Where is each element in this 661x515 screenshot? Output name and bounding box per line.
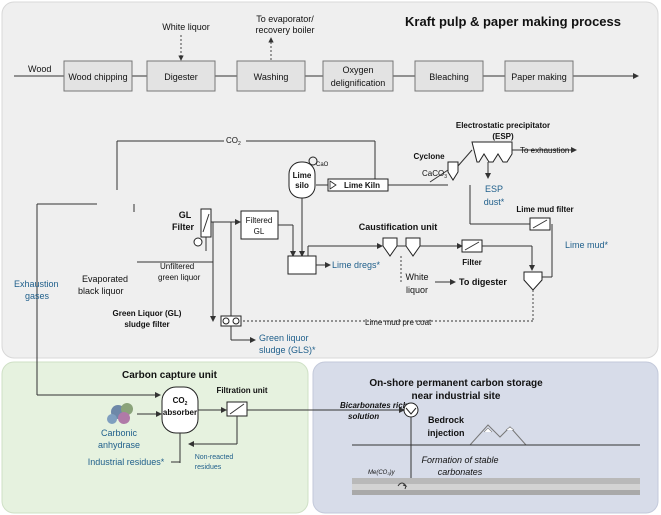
mineral-formula: Me(CO3)y (368, 470, 396, 476)
step-washing-label: Washing (254, 72, 289, 82)
lime-dregs-label: Lime dregs* (332, 260, 381, 270)
mountains-icon (469, 424, 527, 446)
rock-layer-2 (352, 484, 640, 490)
unfiltered-green-liquor-line1: Unfiltered (160, 262, 194, 271)
caco3-label: CaCO3 (422, 169, 447, 180)
slaker (287, 255, 317, 275)
filtered-gl-label-line1: Filtered (246, 216, 273, 225)
causticizer-1 (382, 237, 398, 257)
unfiltered-green-liquor-line2: green liquor (158, 273, 201, 282)
filtered-gl-label-line2: GL (254, 227, 265, 236)
step-wood-chipping-label: Wood chipping (68, 72, 127, 82)
bicarbonates-label-line2: solution (348, 412, 379, 421)
step-oxygen-label-line2: delignification (331, 78, 386, 88)
lime-mud-precoat-label: Lime mud pre coat (365, 318, 432, 327)
esp-label-line1: Electrostatic precipitator (456, 121, 550, 130)
bedrock-injection-line2: injection (427, 428, 464, 438)
rock-layer-1 (352, 478, 640, 484)
carbonic-anhydrase-line1: Carbonic (101, 428, 138, 438)
injection-pump (403, 402, 419, 418)
step-oxygen-delignification (322, 60, 394, 92)
bedrock-injection-line1: Bedrock (428, 415, 465, 425)
cyclone-label: Cyclone (413, 152, 445, 161)
gl-pump (193, 237, 203, 247)
step-paper-making (504, 60, 574, 92)
non-reacted-label-line2: residues (195, 464, 222, 471)
step-oxygen-label: Oxygen (342, 65, 373, 75)
industrial-residues-label: Industrial residues* (88, 457, 165, 467)
esp-dust-label-line2: dust* (484, 197, 505, 207)
electrostatic-precipitator (471, 141, 513, 163)
step-digester (146, 60, 216, 92)
lime-kiln-label: Lime Kiln (344, 181, 380, 190)
bicarbonates-label-line1: Bicarbonates rich (340, 401, 408, 410)
storage-title-line1: On-shore permanent carbon storage (369, 378, 543, 389)
step-bleaching-label: Bleaching (429, 72, 469, 82)
lime-mud-filter-label: Lime mud filter (516, 205, 573, 214)
wood-input-label: Wood (28, 64, 51, 74)
causticizer-2 (405, 237, 421, 257)
lime-silo-label-line1: Lime (293, 171, 312, 180)
co2-line-label: CO2 (226, 136, 241, 147)
to-digester-label: To digester (459, 277, 507, 287)
step-wood-chipping (63, 60, 133, 92)
esp-label-line2: (ESP) (492, 132, 514, 141)
gl-sludge-filter-line1: Green Liquor (GL) (113, 309, 182, 318)
white-liquor-top-label: White liquor (162, 22, 210, 32)
formation-label-line2: carbonates (438, 467, 483, 477)
gls-label-line1: Green liquor (259, 333, 309, 343)
filtration-unit-label: Filtration unit (216, 386, 267, 395)
step-bleaching (414, 60, 484, 92)
white-liquor-label-line2: liquor (406, 285, 428, 295)
capture-panel (1, 361, 309, 514)
gl-filter-label-line1: GL (179, 210, 192, 220)
step-washing (236, 60, 306, 92)
exhaustion-gases-line1: Exhaustion (14, 279, 59, 289)
flow-arrow-icon (397, 482, 408, 490)
evaporated-black-liquor-line1: Evaporated (82, 274, 128, 284)
capture-title: Carbon capture unit (122, 370, 218, 381)
gls-label-line2: sludge (GLS)* (259, 345, 316, 355)
evaporator-label-line2: recovery boiler (255, 25, 314, 35)
filter-label: Filter (462, 258, 482, 267)
exhaustion-gases-line2: gases (25, 291, 50, 301)
gl-filter-label-line2: Filter (172, 222, 195, 232)
co2-absorber-label-line2: absorber (163, 408, 197, 417)
gl-sludge-filter-line2: sludge filter (124, 320, 169, 329)
evaporated-black-liquor-line2: black liquor (78, 286, 124, 296)
non-reacted-label-line1: Non-reacted (195, 454, 234, 461)
white-liquor-label-line1: White (405, 272, 428, 282)
to-exhaustion-label: To exhaustion (520, 146, 569, 155)
caustification-label: Caustification unit (359, 222, 438, 232)
co2-absorber-label-line1: CO2 (173, 396, 188, 407)
storage-title-line2: near industrial site (412, 391, 501, 402)
formation-label-line1: Formation of stable (421, 455, 498, 465)
cao-label: CaO (316, 162, 329, 168)
storage-panel (312, 361, 659, 514)
esp-dust-label-line1: ESP (485, 184, 503, 194)
evaporator-label-line1: To evaporator/ (256, 14, 314, 24)
step-paper-making-label: Paper making (511, 72, 567, 82)
lime-mud-vessel (523, 271, 543, 291)
step-digester-label: Digester (164, 72, 198, 82)
lime-silo-label-line2: silo (295, 181, 309, 190)
rock-layer-3 (352, 490, 640, 495)
carbonic-anhydrase-line2: anhydrase (98, 440, 140, 450)
lime-mud-label: Lime mud* (565, 240, 609, 250)
lime-silo (288, 161, 316, 199)
enzyme-icon (107, 403, 133, 424)
kraft-title: Kraft pulp & paper making process (405, 14, 621, 29)
